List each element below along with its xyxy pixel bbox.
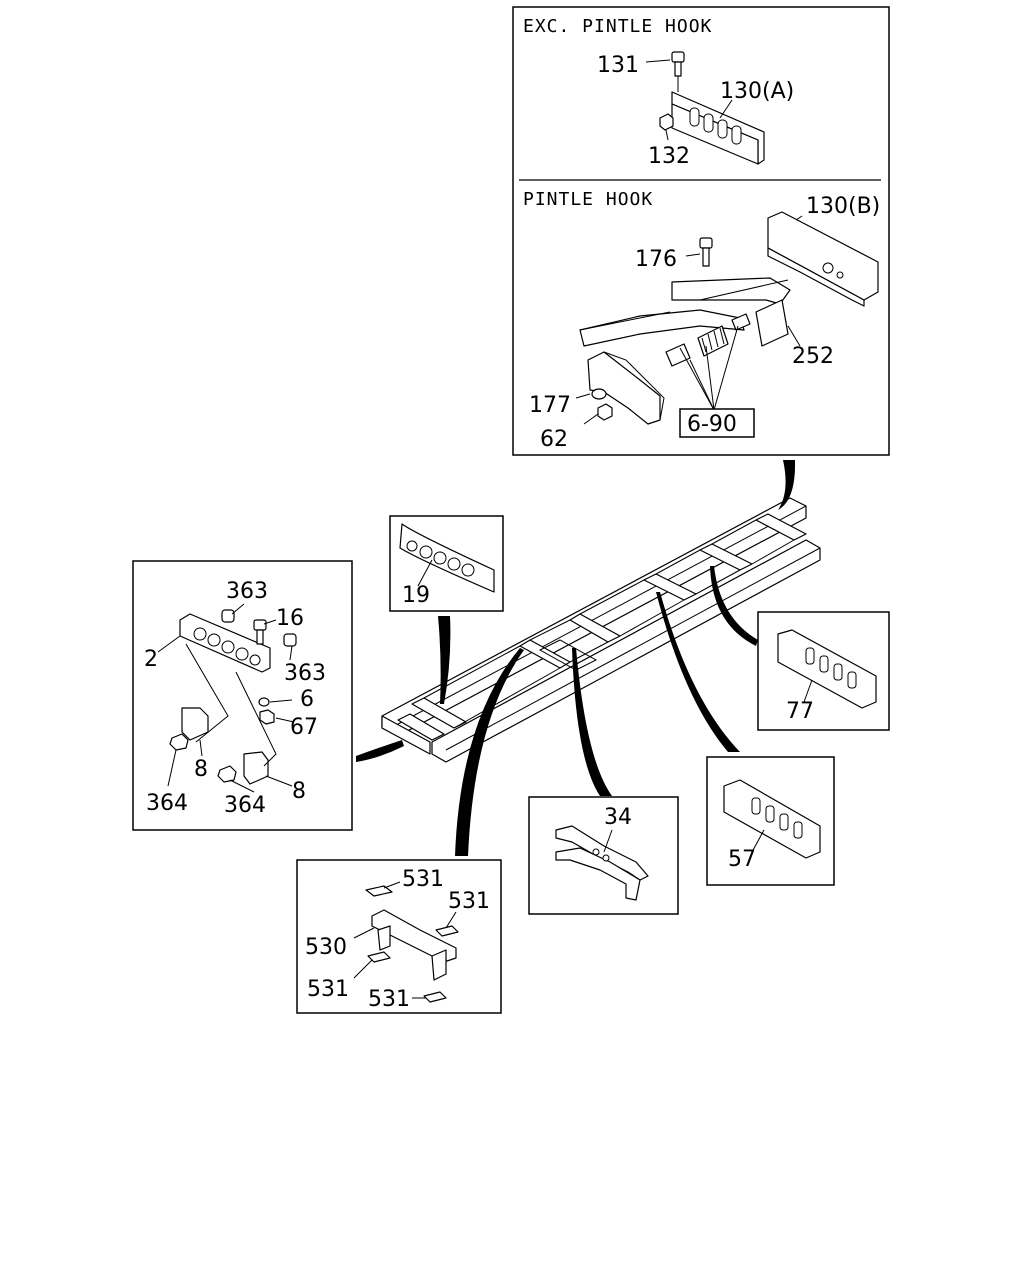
label-62: 62 (540, 427, 568, 452)
pintle-panel: EXC. PINTLE HOOK 131 130(A) 132 PINTLE H… (512, 6, 890, 456)
nut-364-a (169, 733, 189, 751)
crossmember-530-detail: 531 531 530 531 531 (296, 859, 502, 1014)
bracket-252 (579, 277, 791, 347)
label-364-a: 364 (146, 791, 188, 816)
label-132: 132 (648, 144, 690, 169)
crossmember-77-detail: 77 (757, 611, 890, 731)
bolt-16 (253, 619, 267, 631)
label-531-b: 531 (448, 889, 490, 914)
label-130b: 130(B) (806, 194, 880, 219)
pintle-hook-title: PINTLE HOOK (523, 189, 653, 210)
label-530: 530 (305, 935, 347, 960)
bolt-131 (671, 51, 685, 92)
rear-crossmember-detail: 363 16 2 363 6 67 8 364 364 8 (132, 560, 353, 831)
crossmember-130b (767, 211, 879, 307)
bolt-363-a (221, 609, 235, 623)
label-2: 2 (144, 647, 158, 672)
washer-6 (258, 697, 270, 707)
hook-spring-assembly (665, 313, 751, 367)
label-19: 19 (402, 583, 430, 608)
reference-box (679, 408, 755, 438)
label-57: 57 (728, 847, 756, 872)
crossmember-130a (671, 91, 765, 165)
nut-67 (259, 709, 275, 725)
label-6: 6 (300, 687, 314, 712)
label-176: 176 (635, 247, 677, 272)
label-8-a: 8 (194, 757, 208, 782)
chassis-frame (381, 497, 821, 763)
label-77: 77 (786, 699, 814, 724)
shim-531-a (365, 885, 393, 897)
label-531-a: 531 (402, 867, 444, 892)
bracket-8-b (243, 751, 269, 785)
label-531-d: 531 (368, 987, 410, 1012)
label-130a: 130(A) (720, 79, 794, 104)
shim-531-d (423, 991, 447, 1003)
bolt-176 (699, 237, 713, 267)
label-16: 16 (276, 606, 304, 631)
label-364-b: 364 (224, 793, 266, 818)
label-363-b: 363 (284, 661, 326, 686)
exc-pintle-hook-title: EXC. PINTLE HOOK (523, 16, 712, 37)
bolt-363-b (283, 633, 297, 647)
label-8-b: 8 (292, 779, 306, 804)
label-131: 131 (597, 53, 639, 78)
crossmember-57-detail: 57 (706, 756, 835, 886)
nut-364-b (217, 765, 237, 783)
label-531-c: 531 (307, 977, 349, 1002)
reference-6-90: 6-90 (687, 412, 737, 437)
label-177: 177 (529, 393, 571, 418)
label-34: 34 (604, 805, 632, 830)
pointer-curves (356, 460, 796, 856)
nut-62 (597, 403, 613, 421)
label-67: 67 (290, 715, 318, 740)
crossmember-34-detail: 34 (528, 796, 679, 915)
nut-132 (659, 113, 674, 131)
label-252: 252 (792, 344, 834, 369)
washer-177 (591, 388, 607, 400)
crossmember-19-detail: 19 (389, 515, 504, 612)
label-363-a: 363 (226, 579, 268, 604)
